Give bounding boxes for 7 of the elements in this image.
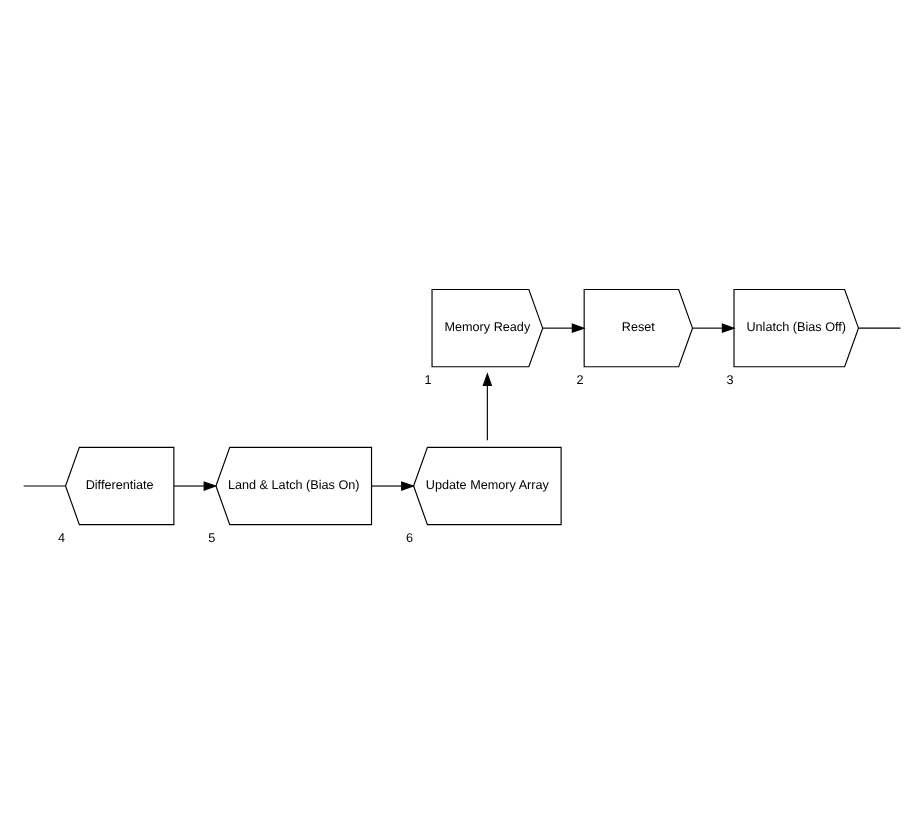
arrow: [173, 481, 218, 491]
connector: [23, 485, 66, 487]
arrow: [692, 323, 736, 333]
connector: [857, 327, 902, 329]
arrow: [371, 481, 415, 491]
arrow: [542, 323, 586, 333]
arrow: [482, 372, 493, 441]
